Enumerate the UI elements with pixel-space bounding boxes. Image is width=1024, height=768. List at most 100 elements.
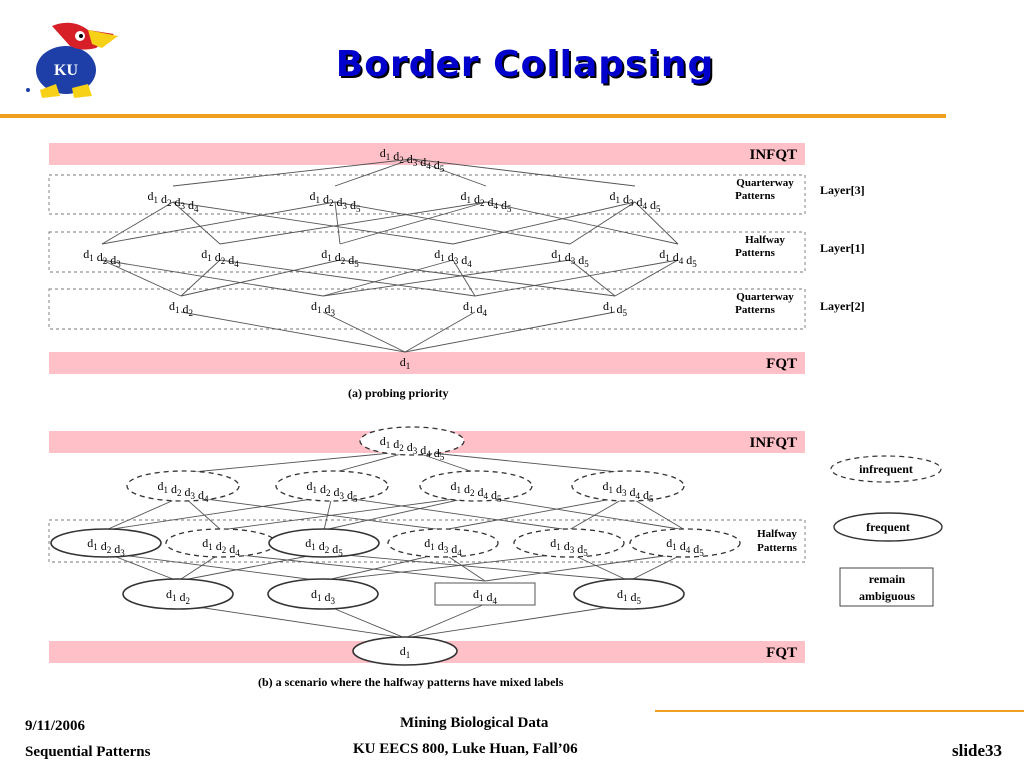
svg-text:d1 d2 d3 d4 d5: d1 d2 d3 d4 d5	[380, 434, 445, 462]
pattern-node: d1 d4 d5	[666, 536, 704, 558]
svg-text:d1: d1	[400, 644, 411, 660]
infrequent-node-shape	[359, 426, 465, 456]
svg-text:d1 d3 d4: d1 d3 d4	[424, 536, 462, 558]
pattern-node: d1 d3 d4	[434, 247, 472, 269]
footer-divider	[655, 710, 1024, 712]
svg-text:d1 d5: d1 d5	[617, 587, 642, 606]
layer-type-label: Patterns	[735, 190, 775, 202]
pattern-node: d1 d2 d3 d4	[158, 479, 210, 504]
layer1-label: Layer[1]	[820, 241, 865, 255]
infrequent-node-shape	[387, 528, 499, 558]
layer-type-label: Quarterway	[736, 291, 794, 303]
layer-box-a	[48, 231, 806, 273]
svg-text:d1 d3 d4 d5: d1 d3 d4 d5	[603, 479, 655, 504]
pattern-node: d1 d2 d3	[83, 247, 121, 269]
layer2-label: Layer[2]	[820, 299, 865, 313]
pattern-node: d1 d4	[463, 299, 488, 318]
band-infqt-a	[49, 143, 805, 165]
infrequent-node-shape	[629, 528, 741, 558]
svg-text:d1 d4: d1 d4	[463, 299, 488, 318]
svg-text:d1: d1	[400, 355, 411, 371]
label-infqt-b: INFQT	[749, 435, 797, 451]
layer-type-label: Patterns	[757, 542, 797, 554]
footer-course-title: Mining Biological Data	[400, 715, 549, 731]
svg-text:d1 d3 d4 d5: d1 d3 d4 d5	[610, 189, 662, 214]
label-infqt-a: INFQT	[749, 147, 797, 163]
svg-text:KU: KU	[54, 62, 78, 79]
pattern-node: d1 d3 d5	[551, 247, 589, 269]
ku-jayhawk-logo: KU	[26, 22, 118, 98]
layer-type-label: Halfway	[745, 234, 785, 246]
frequent-node-shape	[352, 636, 458, 666]
pattern-node: d1 d2 d3	[87, 536, 125, 558]
pattern-node: d1 d3 d4 d5	[610, 189, 662, 214]
pattern-node: d1 d4 d5	[659, 247, 697, 269]
svg-text:d1 d2 d4 d5: d1 d2 d4 d5	[461, 189, 513, 214]
svg-text:d1 d2 d3 d5: d1 d2 d3 d5	[310, 189, 362, 214]
caption-a: (a) probing priority	[348, 386, 448, 400]
infrequent-node-shape	[571, 470, 685, 502]
pattern-node: d1 d2	[166, 587, 190, 606]
legend-frequent-label: frequent	[866, 520, 910, 534]
svg-text:d1 d3: d1 d3	[311, 587, 336, 606]
svg-text:d1 d4 d5: d1 d4 d5	[659, 247, 697, 269]
pattern-node: d1 d3	[311, 299, 336, 318]
svg-text:d1 d2 d3: d1 d2 d3	[87, 536, 125, 558]
legend-ambiguous-label: remain	[869, 572, 906, 586]
svg-text:d1 d2 d3 d4: d1 d2 d3 d4	[158, 479, 210, 504]
svg-text:d1 d2 d4 d5: d1 d2 d4 d5	[451, 479, 503, 504]
ambiguous-node-box	[434, 582, 536, 606]
label-fqt-b: FQT	[766, 645, 797, 661]
svg-text:d1 d2: d1 d2	[166, 587, 190, 606]
layer-type-label: Halfway	[757, 528, 797, 540]
pattern-node: d1 d2 d4	[202, 536, 240, 558]
pattern-node: d1 d2 d5	[305, 536, 343, 558]
svg-text:d1 d2: d1 d2	[169, 299, 193, 318]
pattern-node: d1 d2 d3 d5	[310, 189, 362, 214]
footer-course-info: KU EECS 800, Luke Huan, Fall’06	[353, 741, 578, 757]
layer-type-label: Patterns	[735, 304, 775, 316]
border-collapsing-diagram: INFQT FQT d1 d2 d3 d4 d5 d1 d2 d3 d4 d1 d2 d…	[48, 143, 943, 689]
layer-type-label: Quarterway	[736, 177, 794, 189]
frequent-node-shape	[50, 528, 162, 558]
svg-text:d1 d2 d4: d1 d2 d4	[201, 247, 239, 269]
svg-text:d1 d2 d3 d4: d1 d2 d3 d4	[148, 189, 200, 214]
pattern-node: d1 d2 d4	[201, 247, 239, 269]
pattern-node: d1 d5	[617, 587, 642, 606]
pattern-node: d1 d3 d5	[550, 536, 588, 558]
svg-text:d1 d2 d3: d1 d2 d3	[83, 247, 121, 269]
infrequent-node-shape	[126, 470, 240, 502]
layer-box-b	[48, 519, 806, 563]
svg-text:d1 d4: d1 d4	[473, 587, 498, 606]
pattern-node: d1 d2 d3 d4	[148, 189, 200, 214]
legend-frequent-shape	[833, 512, 943, 542]
pattern-node: d1 d2	[169, 299, 193, 318]
caption-b: (b) a scenario where the halfway pattern…	[258, 675, 564, 689]
pattern-node: d1 d2 d4 d5	[461, 189, 513, 214]
svg-text:d1 d2 d5: d1 d2 d5	[305, 536, 343, 558]
legend-infrequent-label: infrequent	[859, 462, 913, 476]
infrequent-node-shape	[513, 528, 625, 558]
pattern-node: d1 d4	[473, 587, 498, 606]
footer-date: 9/11/2006	[25, 718, 86, 734]
pattern-node: d1 d3 d4 d5	[603, 479, 655, 504]
layer-type-label: Patterns	[735, 247, 775, 259]
svg-text:d1 d5: d1 d5	[603, 299, 628, 318]
pattern-node: d1 d2 d3 d4 d5	[380, 434, 445, 462]
label-fqt-a: FQT	[766, 356, 797, 372]
pattern-node: d1	[400, 644, 411, 660]
svg-text:d1 d3: d1 d3	[311, 299, 336, 318]
frequent-node-shape	[267, 578, 379, 610]
svg-text:d1 d2 d3 d4 d5: d1 d2 d3 d4 d5	[380, 146, 445, 174]
svg-text:d1 d3 d5: d1 d3 d5	[551, 247, 589, 269]
band-fqt-a	[49, 352, 805, 374]
legend-ambiguous-shape	[839, 567, 934, 607]
pattern-node: d1 d3 d4	[424, 536, 462, 558]
svg-text:d1 d2 d5: d1 d2 d5	[321, 247, 359, 269]
svg-text:d1 d4 d5: d1 d4 d5	[666, 536, 704, 558]
pattern-node: d1	[400, 355, 411, 371]
layer-box-a	[48, 288, 806, 330]
footer-slide-number: slide33	[952, 741, 1003, 760]
legend-ambiguous-label: ambiguous	[859, 589, 915, 603]
svg-text:d1 d2 d4: d1 d2 d4	[202, 536, 240, 558]
